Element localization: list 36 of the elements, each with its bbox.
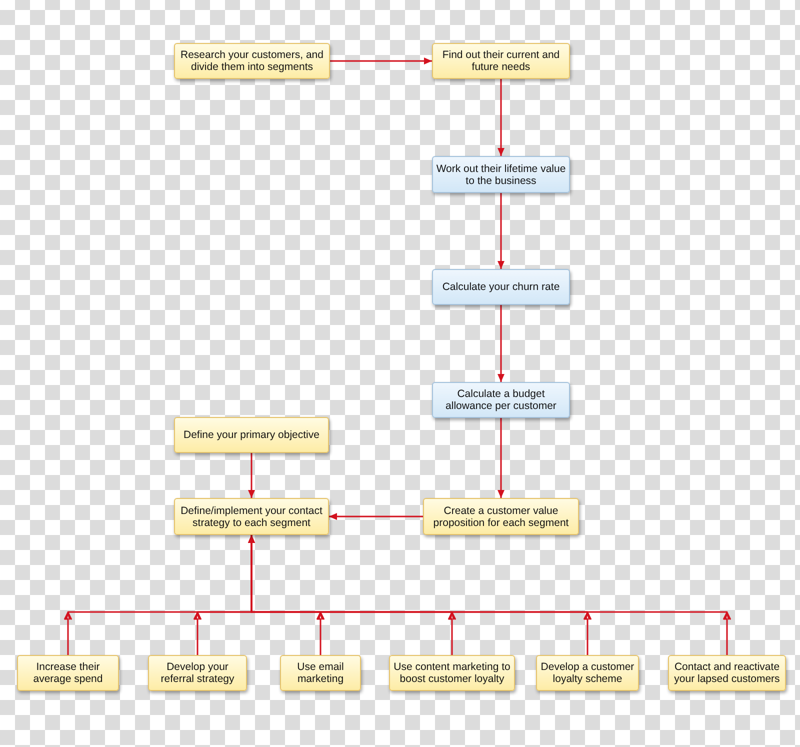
- arrow: [248, 535, 731, 655]
- arrow: [498, 305, 504, 382]
- process-box: [17, 655, 119, 691]
- step-text: Define/implement your contact strategy to each segment: [180, 504, 324, 528]
- step-text: Increase their average spend: [32, 661, 104, 685]
- process-box: [174, 417, 329, 453]
- process-box: [536, 655, 639, 691]
- arrow: [248, 453, 255, 498]
- step-text: Use email marketing: [296, 661, 345, 685]
- step-text: Create a customer value proposition for each segment: [432, 504, 570, 528]
- process-box: [148, 655, 247, 691]
- step-text: Work out their lifetime value to the business: [435, 162, 567, 186]
- arrow: [329, 513, 423, 520]
- step-text: Research your customers, and divide them into segments: [180, 49, 324, 73]
- step-text: Calculate your churn rate: [442, 281, 560, 293]
- step-text: Find out their current and future needs: [441, 49, 561, 73]
- process-box: [280, 655, 361, 691]
- step-text: Use content marketing to boost customer loyalty: [392, 661, 512, 685]
- process-box: [174, 43, 330, 79]
- arrow: [330, 58, 432, 64]
- process-box: [174, 498, 329, 535]
- process-box: [432, 269, 570, 305]
- arrow: [498, 79, 504, 156]
- process-box: [432, 156, 570, 193]
- arrow: [498, 418, 504, 498]
- process-box: [432, 43, 570, 79]
- step-text: Contact and reactivate your lapsed customers: [673, 661, 781, 685]
- step-text: Define your primary objective: [184, 429, 320, 441]
- process-box: [432, 382, 570, 418]
- process-box: [389, 655, 515, 691]
- process-box: [423, 498, 579, 535]
- step-text: Develop your referral strategy: [160, 661, 236, 685]
- arrow: [498, 193, 504, 269]
- process-box: [668, 655, 786, 691]
- step-text: Develop a customer loyalty scheme: [540, 661, 636, 685]
- step-text: Calculate a budget allowance per customer: [444, 388, 558, 412]
